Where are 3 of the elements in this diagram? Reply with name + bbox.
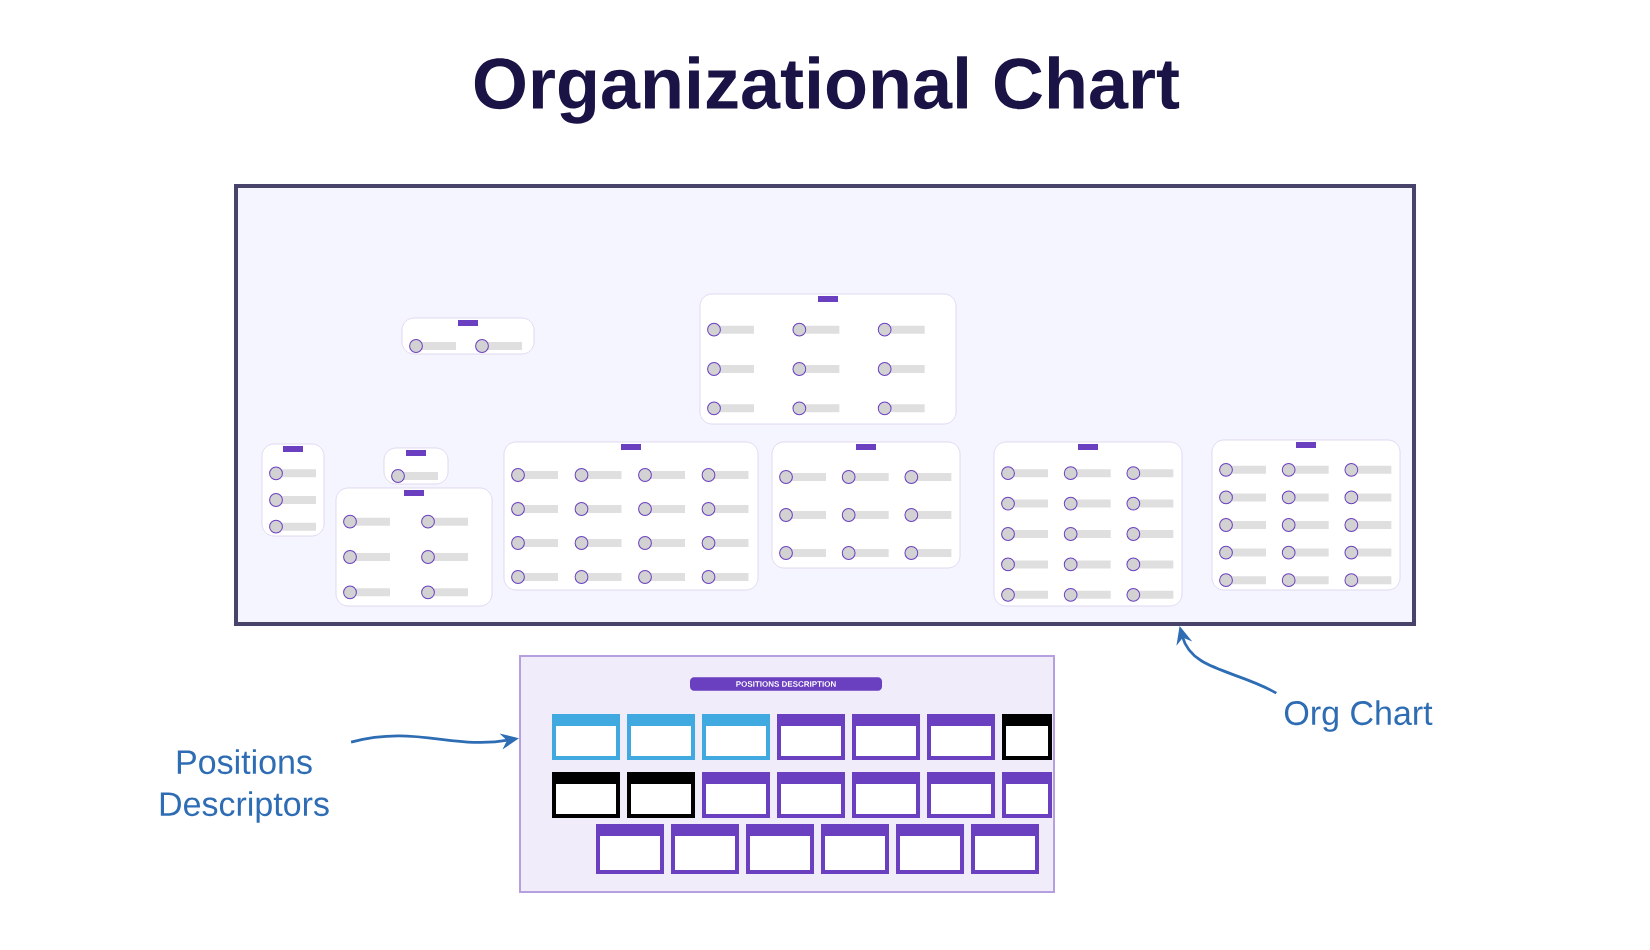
title: Organizational Chart [474,56,1180,124]
callout-text: Positions Descriptors [160,749,329,823]
callout-text: Org Chart [1285,700,1433,732]
